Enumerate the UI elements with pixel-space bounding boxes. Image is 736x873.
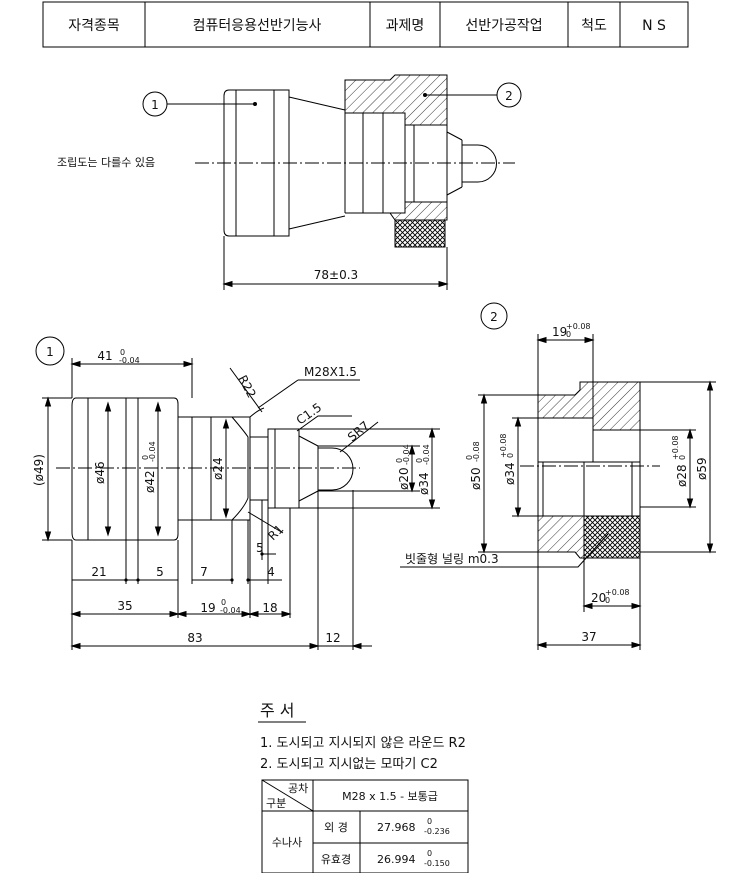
dim-p2-dia28: ø28 <box>675 464 689 487</box>
dim-p2-dia34: ø34 <box>503 462 517 485</box>
dim-83: 83 <box>187 631 202 645</box>
dim-p2-19-tol-upper: +0.08 <box>566 322 591 331</box>
task-label: 과제명 <box>386 18 425 34</box>
dim-p2-dia28-tol-upper: +0.08 <box>671 435 680 460</box>
dim-41-tol-lower: -0.04 <box>119 356 140 365</box>
dim-19-tol-upper: 0 <box>221 598 226 607</box>
label-thread: M28X1.5 <box>304 365 357 379</box>
label-c15: C1.5 <box>294 400 325 427</box>
dim-19-tol-lower: -0.04 <box>220 606 241 615</box>
table-hdr-spec: M28 x 1.5 - 보통급 <box>342 790 438 803</box>
dim-p2-20: 20 <box>591 591 606 605</box>
dim-dots <box>124 552 264 582</box>
dim-18: 18 <box>262 601 277 615</box>
part1-balloon: 1 <box>46 345 54 359</box>
dim-5: 5 <box>156 565 164 579</box>
dim-dia20-tol-upper: 0 <box>395 458 404 463</box>
notes-line-2: 2. 도시되고 지시없는 모따기 C2 <box>260 757 438 772</box>
dim-p2-dia50: ø50 <box>469 467 483 490</box>
dim-dia46: ø46 <box>93 461 107 484</box>
leader-dot <box>423 93 427 97</box>
dim-p2-19-tol-lower: 0 <box>566 330 571 339</box>
dim-p2-37: 37 <box>581 630 596 644</box>
dim-p2-dia59: ø59 <box>695 457 709 480</box>
dim-dia42-tol-upper: 0 <box>141 455 150 460</box>
table-row2-lower: -0.150 <box>424 859 450 868</box>
dim-dia34: ø34 <box>417 472 431 495</box>
dim-p2-dia28-tol-lower: 0 <box>678 455 687 460</box>
label-r22: R22 <box>235 373 258 400</box>
dim-dia49: (ø49) <box>32 454 46 486</box>
table-row2-value: 26.994 <box>377 853 416 866</box>
dim-5-small: 5 <box>256 541 264 555</box>
label-sr7: SR7 <box>345 418 372 444</box>
table-row1-upper: 0 <box>427 817 432 826</box>
dim-35: 35 <box>117 599 132 613</box>
notes-heading: 주 서 <box>260 701 295 720</box>
dim-21: 21 <box>91 565 106 579</box>
dim-4: 4 <box>267 565 275 579</box>
dim-p2-20-tol-lower: 0 <box>605 596 610 605</box>
dim-p2-dia34-tol-upper: +0.08 <box>499 433 508 458</box>
part2-balloon: 2 <box>490 310 498 324</box>
assembly-balloon-2: 2 <box>505 89 513 103</box>
tolerance-table <box>261 779 469 873</box>
title-block <box>42 1 689 48</box>
knurl-note: 빗줄형 널링 m0.3 <box>405 552 499 566</box>
assembly-view <box>142 74 522 290</box>
dim-dia42-tol-lower: -0.04 <box>148 441 157 462</box>
table-row2-label: 유효경 <box>321 853 351 866</box>
notes-line-1: 1. 도시되고 지시되지 않은 라운드 R2 <box>260 736 466 751</box>
dim-p2-dia34-tol-lower: 0 <box>506 453 515 458</box>
dim-dia42: ø42 <box>143 470 157 493</box>
qualification-label: 자격종목 <box>68 18 120 34</box>
assembly-balloon-1: 1 <box>151 98 159 112</box>
table-row2-upper: 0 <box>427 849 432 858</box>
table-hdr-tolerance: 공차 <box>288 782 308 795</box>
part2-view <box>400 302 716 650</box>
table-row-group: 수나사 <box>272 836 302 849</box>
dim-dia20-tol-lower: -0.04 <box>402 444 411 465</box>
table-row1-value: 27.968 <box>377 821 416 834</box>
dim-overall-length: 78±0.3 <box>314 268 358 282</box>
scale-label: 척도 <box>581 18 607 34</box>
dim-p2-dia50-tol-lower: -0.08 <box>472 441 481 462</box>
qualification-value: 컴퓨터응용선반기능사 <box>193 18 322 34</box>
table-row1-lower: -0.236 <box>424 827 450 836</box>
leader-dot <box>253 102 257 106</box>
dim-41-tol-upper: 0 <box>120 348 125 357</box>
dim-dia24: ø24 <box>211 457 225 480</box>
assembly-note: 조립도는 다를수 있음 <box>57 156 155 169</box>
part1-view <box>35 336 440 650</box>
table-hdr-category: 구분 <box>266 797 286 810</box>
dim-7: 7 <box>200 565 208 579</box>
table-row1-label: 외 경 <box>324 821 348 834</box>
dim-p2-20-tol-upper: +0.08 <box>605 588 630 597</box>
dim-dia20: ø20 <box>397 467 411 490</box>
task-value: 선반가공작업 <box>465 18 542 34</box>
dim-dia34-tol-lower: -0.04 <box>422 444 431 465</box>
scale-value: N S <box>642 18 666 34</box>
dim-41: 41 <box>97 349 112 363</box>
dim-p2-dia50-tol-upper: 0 <box>465 455 474 460</box>
dim-19: 19 <box>200 601 215 615</box>
dim-12: 12 <box>325 631 340 645</box>
dim-dia34-tol-upper: 0 <box>415 458 424 463</box>
dim-p2-19: 19 <box>552 325 567 339</box>
